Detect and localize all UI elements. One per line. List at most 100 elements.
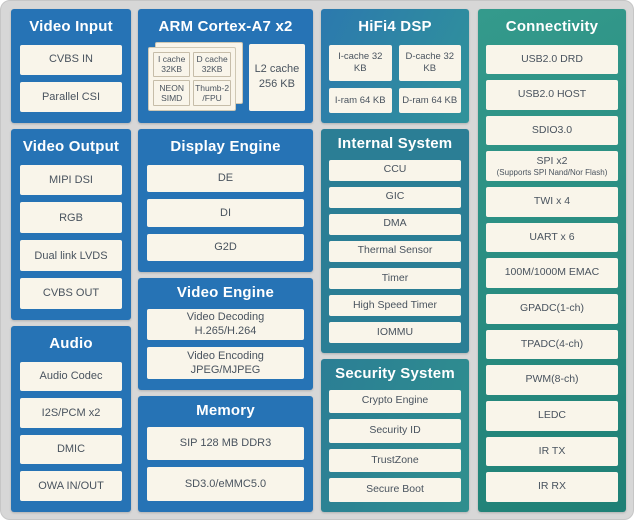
- connectivity-items: USB2.0 DRD USB2.0 HOST SDIO3.0 S: [478, 44, 626, 513]
- diagram-item: D-cache 32 KB: [398, 44, 461, 82]
- video-engine-items: Video Decoding H.265/H.264 Video Encodin…: [138, 308, 313, 391]
- diagram-item: I-cache 32 KB: [329, 44, 392, 82]
- diagram-item: LEDC: [486, 401, 618, 431]
- diagram-item: SDIO3.0: [486, 115, 618, 146]
- block-connectivity: Connectivity USB2.0 DRD USB2.0 HOST SDIO…: [478, 9, 626, 512]
- item-label: Video Encoding: [187, 349, 264, 362]
- diagram-item: TWI x 4: [486, 187, 618, 217]
- item-label: SIP 128 MB DDR3: [179, 437, 272, 450]
- diagram-item: DMIC: [20, 434, 122, 465]
- item-label: IOMMU: [376, 325, 414, 338]
- diagram-item: CCU: [329, 159, 461, 181]
- item-label: LEDC: [537, 409, 566, 422]
- item-label-2: JPEG/MJPEG: [190, 364, 261, 377]
- l2-label: L2 cache: [254, 62, 300, 75]
- block-hifi4-dsp: HiFi4 DSP I-cache 32 KB D-cache 32 KB I-…: [321, 9, 469, 123]
- diagram-item: DE: [147, 164, 304, 192]
- security-system-items: Crypto Engine Security ID TrustZone: [321, 389, 469, 513]
- cache-label: NEON: [159, 82, 184, 93]
- item-label: Parallel CSI: [41, 90, 101, 103]
- l2-label-2: 256 KB: [258, 78, 295, 91]
- block-title-security-system: Security System: [335, 365, 455, 382]
- item-label: MIPI DSI: [48, 173, 93, 186]
- diagram-item: MIPI DSI: [20, 164, 122, 196]
- cache-grid: I cache 32KB D cache 32KB NEON SIM: [148, 46, 236, 111]
- diagram-item: High Speed Timer: [329, 294, 461, 316]
- cache-cell: D cache 32KB: [193, 51, 231, 78]
- block-title-arm-cortex: ARM Cortex-A7 x2: [158, 18, 293, 35]
- l2-cache-box: L2 cache 256 KB: [248, 43, 305, 111]
- block-title-video-input: Video Input: [29, 18, 113, 35]
- diagram-item: TPADC(4-ch): [486, 329, 618, 360]
- diagram-item: IR RX: [486, 472, 618, 503]
- diagram-item: IOMMU: [329, 321, 461, 344]
- diagram-item: TrustZone: [329, 448, 461, 473]
- cache-label-2: 32KB: [201, 64, 223, 75]
- item-label: Video Decoding: [186, 311, 265, 324]
- diagram-item: CVBS IN: [20, 44, 122, 75]
- item-label: D-ram 64 KB: [402, 94, 458, 106]
- item-label: I2S/PCM x2: [41, 406, 101, 419]
- block-title-video-output: Video Output: [22, 138, 120, 155]
- cache-label: D cache: [196, 54, 228, 65]
- hifi4-items: I-cache 32 KB D-cache 32 KB I-ram 64 KB: [321, 44, 469, 124]
- item-label: CVBS IN: [48, 53, 93, 66]
- diagram-item: Security ID: [329, 419, 461, 443]
- block-internal-system: Internal System CCU GIC DMA: [321, 129, 469, 353]
- diagram-item: I-ram 64 KB: [329, 88, 392, 113]
- item-label: TPADC(4-ch): [520, 337, 584, 350]
- diagram-item: I2S/PCM x2: [20, 398, 122, 428]
- item-label: SD3.0/eMMC5.0: [184, 477, 267, 490]
- diagram-item: USB2.0 HOST: [486, 80, 618, 110]
- item-label: GPADC(1-ch): [520, 302, 584, 315]
- diagram-item: Thermal Sensor: [329, 240, 461, 262]
- column-video-audio: Video Input CVBS IN Parallel CSI Video O…: [11, 9, 131, 512]
- item-label: High Speed Timer: [352, 298, 438, 311]
- item-label: I-cache 32 KB: [338, 50, 383, 74]
- diagram-item: DMA: [329, 213, 461, 235]
- video-input-items: CVBS IN Parallel CSI: [11, 44, 131, 124]
- diagram-item: G2D: [147, 233, 304, 261]
- item-label: PWM(8-ch): [525, 373, 579, 386]
- memory-items: SIP 128 MB DDR3 SD3.0/eMMC5.0: [138, 426, 313, 513]
- block-memory: Memory SIP 128 MB DDR3 SD3.0/eMMC5.0: [138, 396, 313, 512]
- block-video-input: Video Input CVBS IN Parallel CSI: [11, 9, 131, 123]
- cache-label-2: SIMD: [161, 93, 183, 104]
- block-title-display-engine: Display Engine: [170, 138, 281, 155]
- item-label: IR TX: [538, 444, 566, 457]
- diagram-item: Timer: [329, 267, 461, 289]
- block-title-audio: Audio: [49, 335, 93, 352]
- column-cpu-engines: ARM Cortex-A7 x2 I cache 32KB D: [138, 9, 313, 512]
- diagram-item: DI: [147, 199, 304, 227]
- audio-items: Audio Codec I2S/PCM x2 DMIC OWA: [11, 361, 131, 513]
- item-label: SDIO3.0: [531, 123, 573, 136]
- item-label: USB2.0 HOST: [517, 88, 587, 101]
- block-title-memory: Memory: [196, 402, 255, 419]
- diagram-item: 100M/1000M EMAC: [486, 258, 618, 289]
- diagram-item: USB2.0 DRD: [486, 44, 618, 75]
- item-label: DMIC: [56, 443, 86, 456]
- item-label: I-ram 64 KB: [334, 94, 386, 106]
- cache-label: Thumb-2: [195, 82, 230, 93]
- item-label: IR RX: [537, 480, 566, 493]
- item-label: SPI x2: [536, 154, 568, 167]
- item-label: Timer: [381, 271, 409, 284]
- item-label: DMA: [383, 217, 407, 230]
- diagram-item: OWA IN/OUT: [20, 471, 122, 501]
- cache-stack: I cache 32KB D cache 32KB NEON SIM: [148, 41, 243, 111]
- diagram-item: Dual link LVDS: [20, 240, 122, 272]
- column-connectivity: Connectivity USB2.0 DRD USB2.0 HOST SDIO…: [478, 9, 626, 512]
- diagram-item: Crypto Engine: [329, 389, 461, 414]
- cache-label: I cache: [157, 54, 186, 65]
- diagram-item: SD3.0/eMMC5.0: [147, 467, 304, 501]
- item-label-2: (Supports SPI Nand/Nor Flash): [496, 168, 608, 178]
- diagram-item: PWM(8-ch): [486, 365, 618, 396]
- item-label: CVBS OUT: [42, 287, 100, 300]
- item-label: TWI x 4: [533, 195, 571, 208]
- cache-label-2: /FPU: [202, 93, 222, 104]
- item-label: Security ID: [369, 424, 421, 437]
- item-label: USB2.0 DRD: [521, 52, 583, 65]
- internal-system-items: CCU GIC DMA Thermal Sensor: [321, 159, 469, 354]
- diagram-item: SPI x2 (Supports SPI Nand/Nor Flash): [486, 151, 618, 182]
